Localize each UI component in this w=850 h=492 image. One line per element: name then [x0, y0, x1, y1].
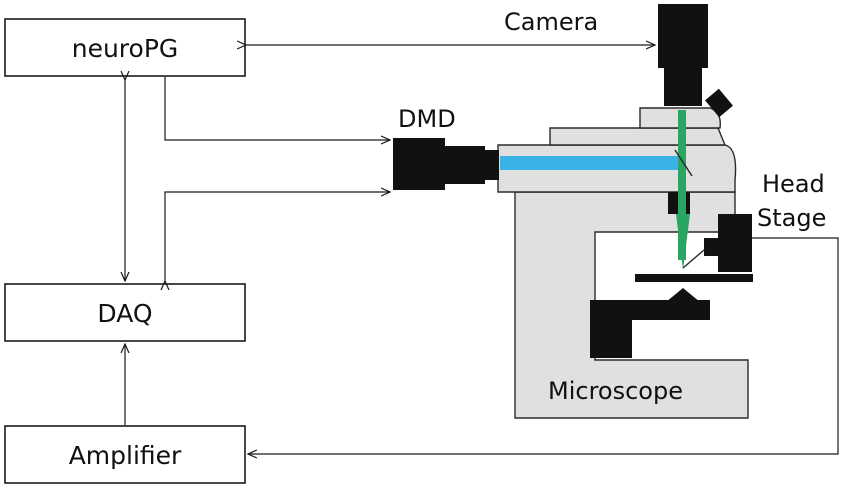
microscope-top-cap: [549, 127, 727, 146]
camera-label: Camera: [504, 8, 598, 36]
eyepiece: [705, 88, 733, 118]
dichroic-mirror: [674, 149, 693, 177]
daq-dmd-link: [165, 192, 390, 281]
dmd-icon: [393, 138, 499, 190]
neuropg-box: [4, 18, 246, 77]
daq-label: DAQ: [97, 299, 152, 328]
stage-label: Stage: [757, 204, 826, 232]
condenser: [666, 288, 700, 302]
dmd-label: DMD: [398, 105, 456, 133]
microscope-icon: [497, 88, 753, 419]
neuropg-label: neuroPG: [72, 34, 179, 63]
objective-light-cone: [676, 214, 690, 270]
camera-light-path: [678, 110, 686, 260]
microscope-frame: [514, 191, 749, 419]
microscope-label: Microscope: [548, 377, 683, 405]
amplifier-label: Amplifier: [69, 441, 182, 470]
daq-box: [4, 283, 246, 342]
head-label: Head: [762, 170, 825, 198]
dmd-light-path: [500, 156, 685, 170]
amplifier-box: [4, 425, 246, 484]
head-stage-icon: [682, 214, 752, 272]
headstage-amplifier-link: [248, 237, 839, 454]
neuropg-dmd-link: [164, 77, 390, 140]
lamp-housing: [590, 300, 632, 358]
microscope-stage: [635, 274, 753, 282]
camera-icon: [658, 4, 708, 106]
